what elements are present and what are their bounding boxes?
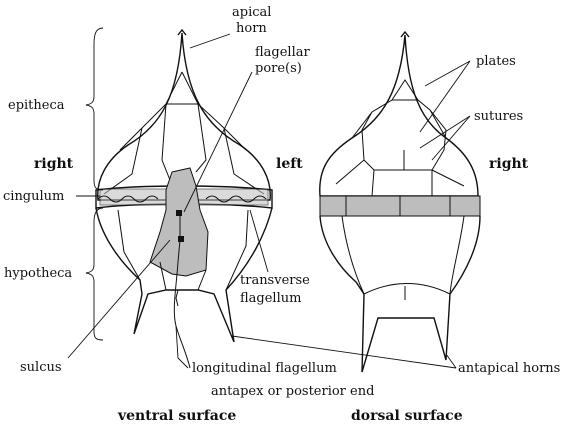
transverse-flagellum-label-2: flagellum — [240, 291, 301, 306]
plates-leaders — [420, 61, 470, 132]
transverse-flagellum-leader — [250, 210, 268, 272]
transverse-flagellum-label-1: transverse — [240, 273, 310, 288]
hypotheca-label: hypotheca — [4, 266, 72, 281]
flagellar-pore-label-1: flagellar — [255, 45, 311, 60]
dorsal-epitheca-outline — [320, 35, 478, 196]
apical-horn-label-2: horn — [236, 21, 267, 36]
dorsal-cell — [320, 32, 480, 372]
epitheca-label: epitheca — [8, 98, 65, 113]
ventral-surface-label: ventral surface — [117, 408, 236, 424]
epitheca-bracket — [86, 28, 103, 190]
ventral-cell — [96, 30, 272, 368]
flagellar-pore-label-2: pore(s) — [255, 61, 302, 76]
plates-label: plates — [476, 54, 516, 69]
ventral-sulcus — [150, 168, 208, 276]
dorsal-hypotheca-outline — [320, 216, 480, 372]
longitudinal-flagellum-label: longitudinal flagellum — [192, 361, 337, 376]
apical-horn-leader — [190, 34, 230, 48]
left-ventral-label: left — [276, 156, 303, 172]
sulcus-label: sulcus — [20, 360, 62, 375]
cingulum-label: cingulum — [3, 189, 64, 204]
antapical-horns-label: antapical horns — [458, 361, 560, 376]
apical-horn-label-1: apical — [232, 5, 271, 20]
sutures-label: sutures — [474, 109, 523, 124]
right-ventral-label: right — [34, 156, 74, 172]
right-dorsal-label: right — [489, 156, 529, 172]
ventral-longitudinal-flagellum — [174, 262, 190, 368]
antapex-label: antapex or posterior end — [211, 384, 374, 399]
dorsal-surface-label: dorsal surface — [351, 408, 463, 424]
